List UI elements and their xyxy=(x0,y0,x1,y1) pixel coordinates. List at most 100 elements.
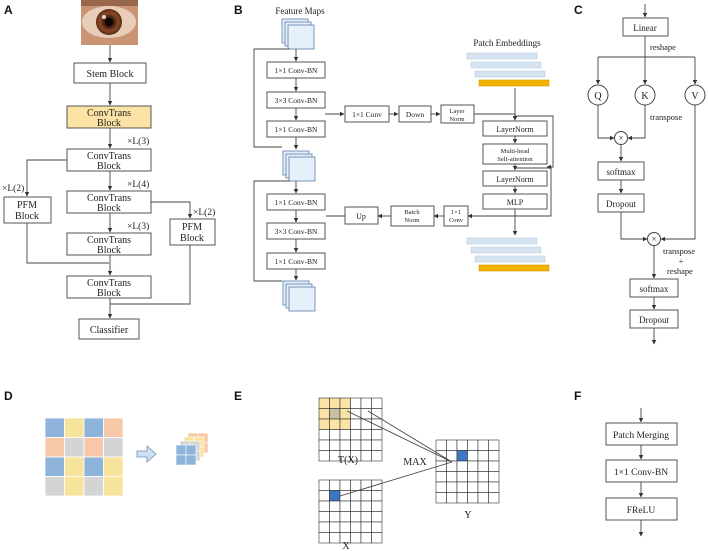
panel-c: C Linear reshape Q K V transpose × softm… xyxy=(574,3,706,345)
grid-cell xyxy=(467,450,479,462)
key-label: K xyxy=(641,91,649,102)
convtrans-block-1-line2: Block xyxy=(97,118,121,129)
grid-cell xyxy=(329,408,341,420)
patch-cell xyxy=(83,417,104,438)
patch-cell xyxy=(103,437,124,458)
patch-embeddings-bottom xyxy=(466,237,550,272)
patch-cell xyxy=(44,456,65,477)
grid-cell xyxy=(477,460,489,472)
color-patch-grid xyxy=(44,417,124,497)
convtrans-block-2-line2: Block xyxy=(97,161,121,172)
convtrans-block-2-line1: ConvTrans xyxy=(87,151,131,162)
grid-cell xyxy=(318,500,330,512)
layernorm-1-label: LayerNorm xyxy=(496,125,534,134)
stack-cell xyxy=(185,454,197,466)
patch-cell xyxy=(64,476,85,497)
convtrans-block-1-line1: ConvTrans xyxy=(87,108,131,119)
grid-cell xyxy=(360,439,372,451)
pfm-block-right-line2: Block xyxy=(180,233,204,244)
grid-cell xyxy=(477,471,489,483)
grid-cell xyxy=(350,532,362,544)
feature-maps-label: Feature Maps xyxy=(275,6,325,16)
grid-cell xyxy=(318,439,330,451)
conv1-bn-2-label: 1×1 Conv-BN xyxy=(275,125,318,134)
dropout-label-2: Dropout xyxy=(639,315,669,325)
grid-cell xyxy=(477,481,489,493)
grid-cell xyxy=(477,450,489,462)
grid-cell xyxy=(318,450,330,462)
grid-cell xyxy=(350,511,362,523)
batch-norm-line1: Batch xyxy=(404,209,420,216)
grid-y xyxy=(435,439,500,504)
stem-block-label: Stem Block xyxy=(87,69,134,80)
convtrans-block-5-line1: ConvTrans xyxy=(87,278,131,289)
panel-e-label: E xyxy=(234,389,242,403)
grid-cell xyxy=(350,418,362,430)
grid-cell xyxy=(467,481,479,493)
grid-cell xyxy=(350,439,362,451)
grid-cell xyxy=(329,511,341,523)
patch-merging-block xyxy=(605,422,678,446)
right-arrow-icon xyxy=(136,445,157,463)
patch-cell xyxy=(83,437,104,458)
stack-cell xyxy=(185,444,197,456)
grid-cell xyxy=(371,439,383,451)
grid-cell xyxy=(318,397,330,409)
grid-cell xyxy=(339,511,351,523)
grid-cell xyxy=(339,397,351,409)
grid-cell xyxy=(477,439,489,451)
conv3-bn-2-label: 3×3 Conv-BN xyxy=(275,227,318,236)
feature-map-stack-middle xyxy=(282,150,316,182)
grid-cell xyxy=(371,511,383,523)
reshape-label-2: reshape xyxy=(667,266,693,276)
grid-cell xyxy=(360,450,372,462)
conv1-bn-1-label: 1×1 Conv-BN xyxy=(275,66,318,75)
grid-cell xyxy=(318,490,330,502)
frelu-label: FReLU xyxy=(627,506,656,516)
convtrans-block-5 xyxy=(66,275,152,299)
grid-cell xyxy=(350,397,362,409)
grid-cell xyxy=(339,521,351,533)
grid-cell xyxy=(446,439,458,451)
panel-e: E T(X) MAX Y X xyxy=(234,389,500,551)
grid-cell xyxy=(456,450,468,462)
grid-cell xyxy=(329,439,341,451)
convtrans-block-3-line2: Block xyxy=(97,203,121,214)
transpose-label-1: transpose xyxy=(650,112,682,122)
conv-bn-block xyxy=(605,459,678,483)
grid-cell xyxy=(350,479,362,491)
grid-cell xyxy=(329,490,341,502)
grid-cell xyxy=(339,439,351,451)
panel-d: D xyxy=(4,389,209,497)
grid-cell xyxy=(339,500,351,512)
conv3-bn-1-label: 3×3 Conv-BN xyxy=(275,96,318,105)
grid-cell xyxy=(329,479,341,491)
patch-cell xyxy=(44,476,65,497)
grid-cell xyxy=(456,492,468,504)
grid-cell xyxy=(329,500,341,512)
transpose-label-2: transpose xyxy=(663,246,695,256)
repeat-label-l3-bottom: ×L(3) xyxy=(127,221,149,232)
layer-norm-small-line1: Layer xyxy=(449,108,465,115)
grid-cell xyxy=(360,408,372,420)
grid-x-label: X xyxy=(342,541,350,551)
grid-cell xyxy=(446,492,458,504)
grid-cell xyxy=(488,481,500,493)
panel-a-label: A xyxy=(4,3,13,17)
grid-cell xyxy=(318,532,330,544)
panel-f-label: F xyxy=(574,389,581,403)
grid-cell xyxy=(360,511,372,523)
grid-cell xyxy=(329,429,341,441)
batch-norm-line2: Norm xyxy=(404,217,419,224)
stack-layer xyxy=(175,444,197,466)
grid-cell xyxy=(488,439,500,451)
down-label: Down xyxy=(406,110,425,119)
grid-cell xyxy=(488,460,500,472)
grid-cell xyxy=(456,481,468,493)
stack-cell xyxy=(175,454,187,466)
grid-cell xyxy=(467,439,479,451)
softmax-label-2: softmax xyxy=(640,284,669,294)
feature-map-stack-top xyxy=(281,18,315,50)
linear-label: Linear xyxy=(633,23,656,33)
convtrans-block-5-line2: Block xyxy=(97,288,121,299)
